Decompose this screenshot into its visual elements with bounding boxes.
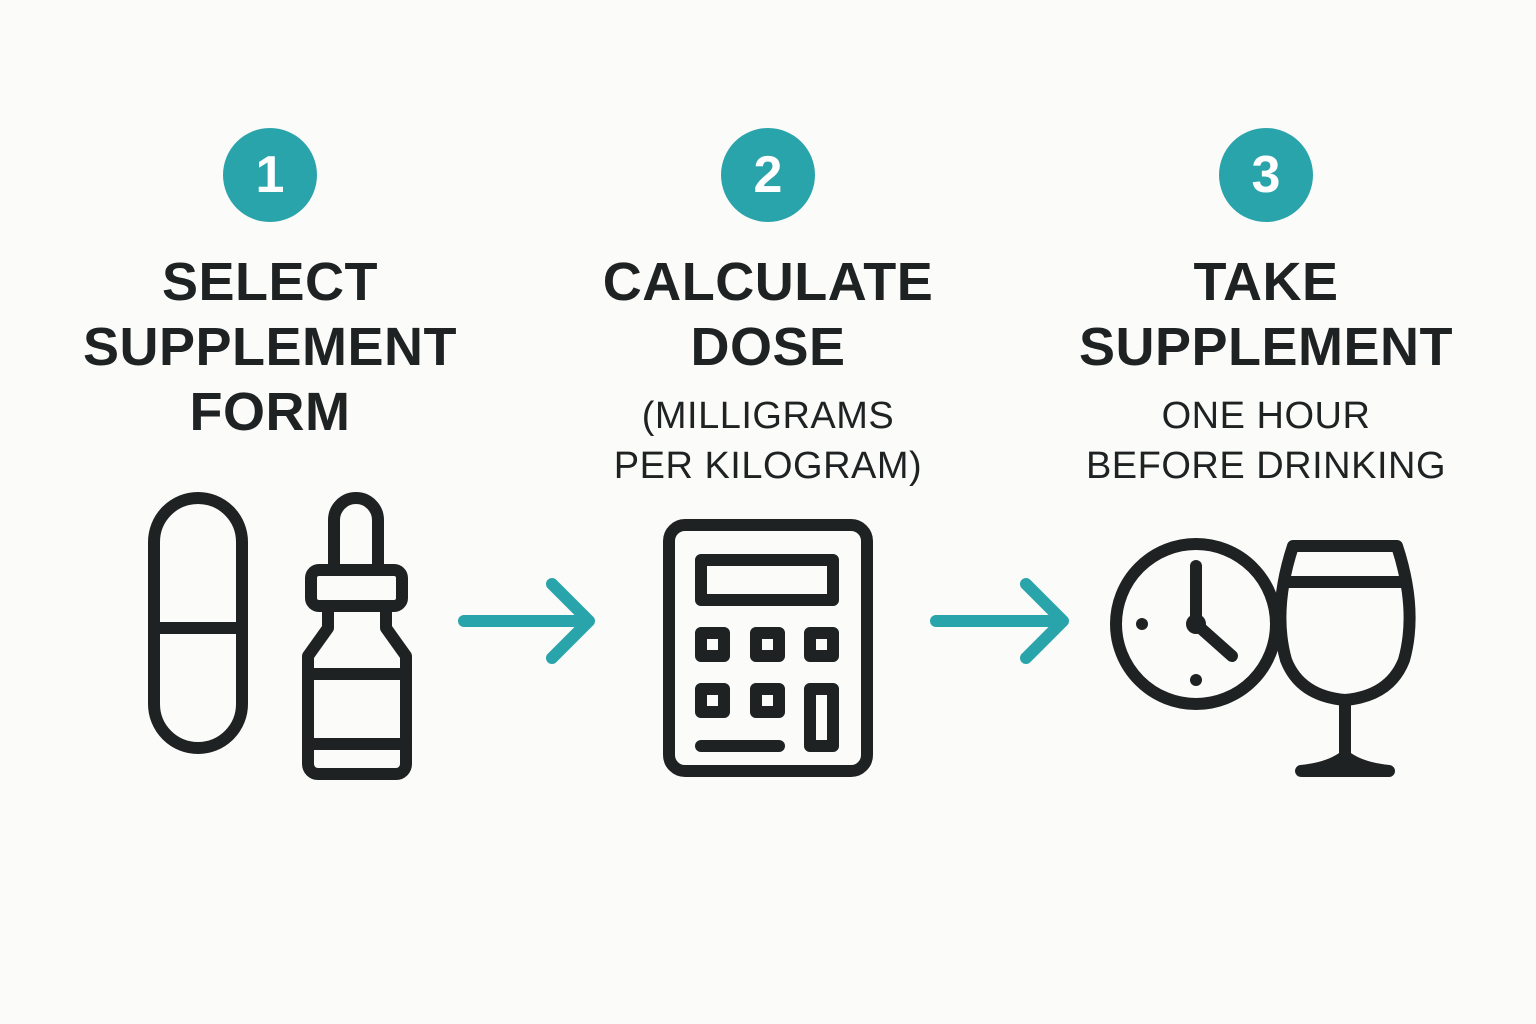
step-subtitle-line: ONE HOUR	[1161, 395, 1371, 437]
step-title-line: SELECT	[161, 252, 379, 312]
step-number-badge: 3	[1219, 128, 1313, 222]
arrow-right-icon	[458, 578, 595, 664]
step-title-line: TAKE	[1193, 252, 1339, 312]
step-number-badge: 2	[721, 128, 815, 222]
arrow-right-icon	[930, 578, 1069, 664]
capsule-icon	[148, 492, 248, 754]
step-number-badge: 1	[223, 128, 317, 222]
clock-ticks	[1136, 614, 1206, 686]
step-title: SELECT SUPPLEMENT FORM	[60, 250, 480, 445]
dropper-bottle-icon	[302, 492, 412, 780]
step-subtitle-line: PER KILOGRAM)	[613, 445, 923, 487]
step-title: TAKE SUPPLEMENT	[1056, 250, 1476, 380]
step-subtitle-line: BEFORE DRINKING	[1085, 445, 1447, 487]
step-title-line: DOSE	[690, 317, 846, 377]
step-title-line: SUPPLEMENT	[1078, 317, 1454, 377]
step-title-line: SUPPLEMENT	[82, 317, 458, 377]
step-title: CALCULATE DOSE	[558, 250, 978, 380]
step-subtitle: ONE HOUR BEFORE DRINKING	[1056, 391, 1476, 491]
step-title-line: FORM	[189, 382, 351, 442]
step-subtitle-line: (MILLIGRAMS	[641, 395, 895, 437]
clock-icon	[1110, 538, 1282, 710]
calculator-icon	[663, 519, 873, 777]
step-title-line: CALCULATE	[602, 252, 934, 312]
wine-glass-icon	[1274, 540, 1416, 777]
step-subtitle: (MILLIGRAMS PER KILOGRAM)	[558, 391, 978, 491]
